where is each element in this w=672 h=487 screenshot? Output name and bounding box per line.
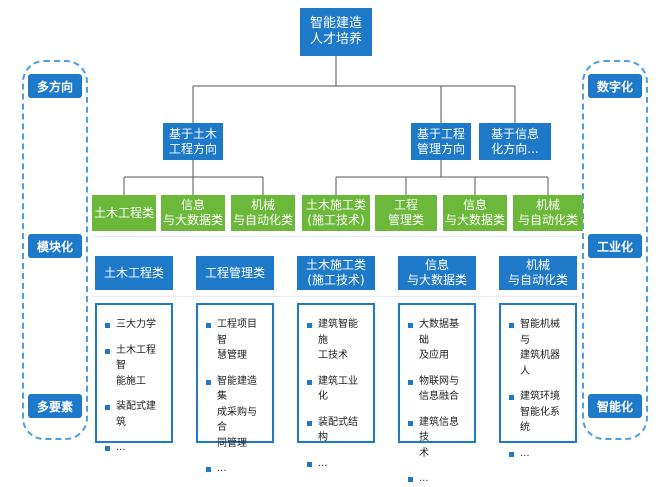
list-item: 大数据基础 及应用 (408, 317, 468, 364)
side-label-middle-right: 工业化 (588, 234, 642, 258)
category-node-mechanical-2: 机械 与自动化类 (513, 195, 583, 231)
list-item: 装配式建筑 (105, 399, 165, 430)
direction-node-management: 基于工程 管理方向 (411, 123, 471, 160)
list-item: 智能建造集 成采购与合 同管理 (206, 374, 266, 452)
module-header-civil: 土木工程类 (95, 256, 173, 290)
category-node-info-bigdata-2: 信息 与大数据类 (443, 195, 507, 231)
module-header-construction: 土木施工类 (施工技术) (297, 256, 375, 290)
list-item: 智能机械与 建筑机器人 (509, 317, 569, 379)
category-node-info-bigdata-1: 信息 与大数据类 (161, 195, 225, 231)
list-item: 物联网与 信息融合 (408, 374, 468, 405)
list-item: 工程项目智 慧管理 (206, 317, 266, 364)
side-label-bottom-left: 多要素 (28, 394, 82, 418)
list-item: 建筑工业化 (307, 374, 367, 405)
list-item: ... (206, 461, 266, 477)
list-item: ... (105, 440, 165, 456)
module-header-info-bigdata: 信息 与大数据类 (398, 256, 476, 290)
direction-node-informatization: 基于信息 化方向... (479, 123, 551, 160)
direction-node-civil: 基于土木 工程方向 (163, 123, 223, 160)
list-item: ... (408, 471, 468, 487)
module-header-mechanical: 机械 与自动化类 (499, 256, 577, 290)
list-item: ... (509, 446, 569, 462)
band-line-upper (92, 236, 580, 237)
side-label-top-right: 数字化 (588, 74, 642, 98)
list-item: ... (307, 456, 367, 472)
connector-lines (123, 56, 549, 195)
module-details-civil: 三大力学 土木工程智 能施工 装配式建筑 ... (95, 303, 173, 453)
list-item: 建筑环境 智能化系统 (509, 389, 569, 436)
module-details-info-bigdata: 大数据基础 及应用 物联网与 信息融合 建筑信息技 术 ... (398, 303, 476, 484)
module-header-management: 工程管理类 (196, 256, 274, 290)
side-label-top-left: 多方向 (28, 74, 82, 98)
module-details-construction: 建筑智能施 工技术 建筑工业化 装配式结构 ... (297, 303, 375, 469)
module-details-management: 工程项目智 慧管理 智能建造集 成采购与合 同管理 ... (196, 303, 274, 474)
list-item: 建筑信息技 术 (408, 415, 468, 462)
category-node-civil-engineering: 土木工程类 (92, 195, 156, 231)
category-node-engineering-management: 工程 管理类 (375, 195, 437, 231)
side-panel-left (22, 60, 88, 440)
side-label-bottom-right: 智能化 (588, 394, 642, 418)
diagram-canvas: 智能建造 人才培养 多方向 模块化 多要素 数字化 工业化 智能化 基于土木 工… (22, 8, 648, 484)
list-item: 三大力学 (105, 317, 165, 333)
root-node: 智能建造 人才培养 (300, 8, 372, 56)
module-details-mechanical: 智能机械与 建筑机器人 建筑环境 智能化系统 ... (499, 303, 577, 459)
category-node-mechanical-1: 机械 与自动化类 (231, 195, 295, 231)
category-node-civil-construction: 土木施工类 (施工技术) (302, 195, 370, 231)
side-label-middle-left: 模块化 (28, 234, 82, 258)
list-item: 装配式结构 (307, 415, 367, 446)
list-item: 建筑智能施 工技术 (307, 317, 367, 364)
list-item: 土木工程智 能施工 (105, 343, 165, 390)
band-line-lower (92, 296, 580, 297)
side-panel-right (582, 60, 648, 440)
